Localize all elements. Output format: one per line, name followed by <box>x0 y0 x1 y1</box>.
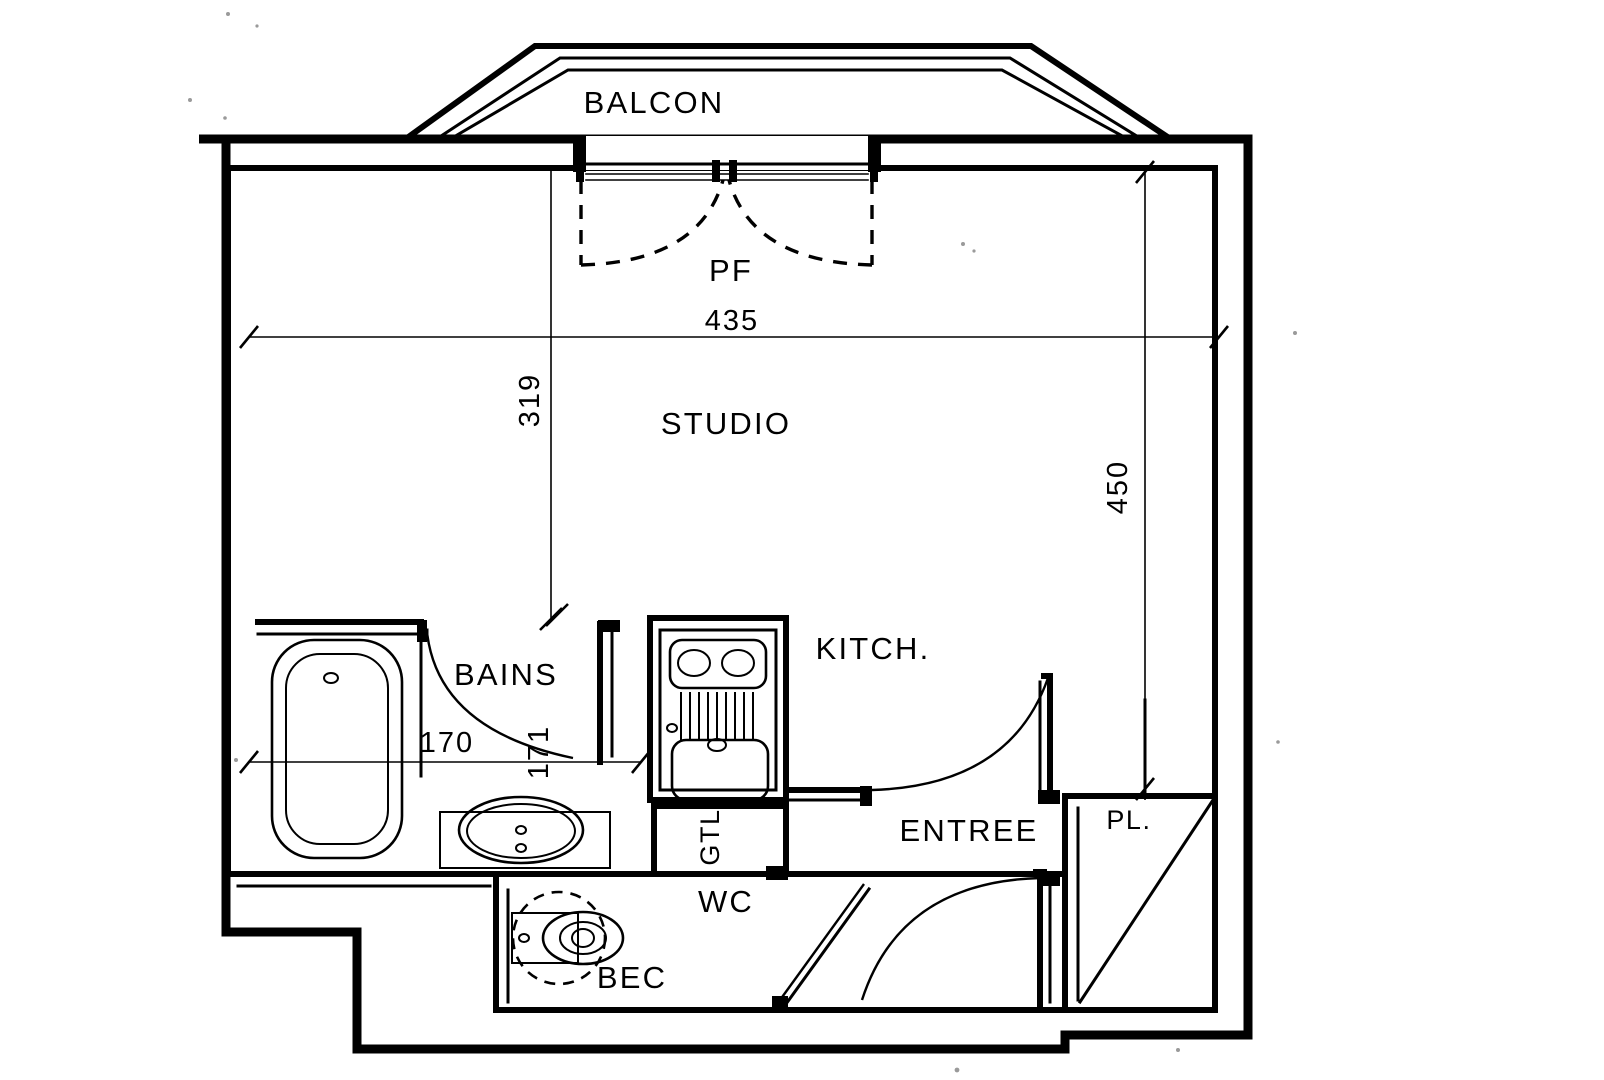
studio-kitchen-door-swing <box>871 673 1053 792</box>
room-label-pl: PL. <box>1106 805 1151 835</box>
room-label-bec: BEC <box>597 960 667 995</box>
room-label-pf: PF <box>709 253 753 288</box>
room-label-wc: WC <box>698 884 754 919</box>
toilet <box>511 890 625 986</box>
interior-walls <box>225 615 1218 1013</box>
dimension-171: 171 <box>523 725 555 779</box>
room-label-kitch: KITCH. <box>816 631 931 666</box>
dimension-171-text: 171 <box>523 725 555 779</box>
dimension-435: 435 <box>238 305 1230 349</box>
dimension-319-text: 319 <box>514 373 546 427</box>
closet-sliding-door <box>1077 797 1216 1005</box>
drainboard <box>680 692 754 740</box>
dimension-435-text: 435 <box>705 305 759 337</box>
bathroom-door-swing <box>425 628 574 760</box>
room-label-entree: ENTREE <box>900 813 1039 848</box>
cooktop <box>668 638 768 690</box>
room-label-balcon: BALCON <box>584 85 725 120</box>
balcony-outline <box>402 43 1174 143</box>
washbasin <box>439 795 611 869</box>
kitchen-sink <box>666 723 770 802</box>
dimension-170-text: 170 <box>420 727 474 759</box>
dimension-450-text: 450 <box>1102 460 1134 514</box>
wc-door-swing <box>772 883 872 1010</box>
room-label-gtl: GTL <box>695 808 725 865</box>
room-label-bains: BAINS <box>454 657 558 692</box>
front-door-swing <box>860 869 1047 1001</box>
room-label-studio: STUDIO <box>661 406 791 441</box>
dimension-319: 319 <box>514 170 569 631</box>
french-door-swing <box>579 179 874 267</box>
dimension-450: 450 <box>1102 160 1156 801</box>
balcony-door-opening <box>573 136 881 182</box>
dimension-170: 170 <box>238 727 652 774</box>
bathtub <box>270 638 404 860</box>
scan-artifacts <box>188 12 1297 1073</box>
